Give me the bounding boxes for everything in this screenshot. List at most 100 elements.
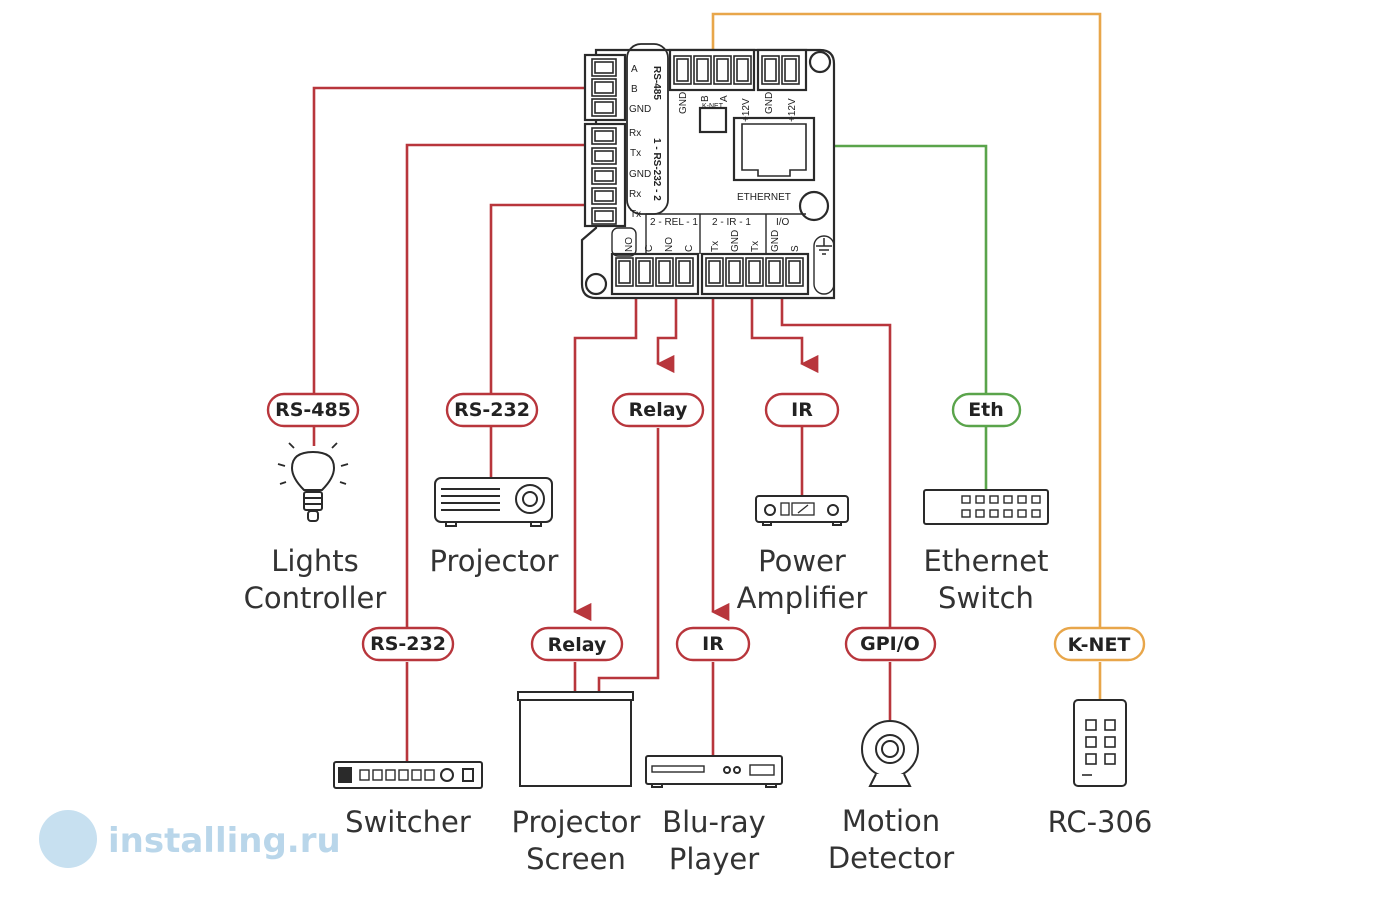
device-label-projector: Projector: [430, 544, 559, 578]
terminal-pin-inner: [764, 58, 777, 82]
amplifier-icon: [755, 495, 849, 526]
tag-relay-label: Relay: [548, 634, 607, 656]
device-label-eth-2: Switch: [938, 581, 1034, 615]
projector-screen-icon: [517, 691, 634, 787]
terminal-pin-inner: [594, 210, 614, 222]
terminal-pin-inner: [676, 58, 689, 82]
terminal-pin-inner: [618, 260, 631, 284]
watermark-logo-icon: [39, 810, 97, 868]
tag-eth: Eth: [951, 392, 1022, 428]
device-labels: Lights Controller Projector Power Amplif…: [244, 544, 1153, 876]
ethernet-label: ETHERNET: [737, 192, 791, 203]
device-label-motion-1: Motion: [842, 804, 940, 838]
terminal-pin-inner: [748, 260, 761, 284]
device-label-lights-2: Controller: [244, 581, 387, 615]
screw-bottom-left: [584, 272, 608, 296]
tag-ir-top: IR: [764, 392, 840, 428]
device-label-amp-2: Amplifier: [737, 581, 868, 615]
top-pin-label: +12V: [741, 98, 752, 122]
relay2-line: [573, 292, 638, 622]
keypad-icon: [1073, 699, 1127, 787]
terminal-pin-inner: [716, 58, 729, 82]
device-label-screen-1: Projector: [512, 805, 641, 839]
terminal-pin-inner: [678, 260, 691, 284]
top-pin-label: GND: [678, 92, 689, 114]
bluray-player-icon: [645, 755, 783, 788]
bottom-pin-label: Tx: [710, 241, 721, 252]
pin-label: B: [631, 84, 638, 95]
screw-top-right: [808, 50, 832, 74]
bottom-pin-label: C: [684, 245, 695, 252]
tag-ir-label: IR: [791, 399, 813, 421]
tag-rs485: RS-485: [266, 392, 360, 428]
ground-symbol-icon: [816, 238, 832, 255]
bottom-pin-label: GND: [730, 230, 741, 252]
rs232-switcher-line: [405, 143, 588, 628]
tag-rs485-label: RS-485: [275, 399, 351, 421]
tag-pills: RS-485 RS-232 Relay IR Eth RS-232 Relay: [266, 392, 1146, 662]
tag-knet-label: K-NET: [1068, 634, 1131, 656]
terminal-pin-inner: [708, 260, 721, 284]
bottom-pin-label: S: [790, 245, 801, 252]
tag-rs232-label: RS-232: [370, 633, 446, 655]
terminal-pin-inner: [638, 260, 651, 284]
rs485-line: [312, 86, 588, 394]
knet-label: K-NET: [702, 103, 724, 110]
controller-pin-terminals: [591, 55, 804, 287]
top-pin-label: +12V: [787, 98, 798, 122]
device-label-switcher: Switcher: [345, 805, 471, 839]
rs232-header: 1 - RS-232 - 2: [651, 138, 662, 201]
device-label-motion-2: Detector: [828, 841, 954, 875]
device-label-screen-2: Screen: [526, 842, 626, 876]
bottom-pin-label: C: [644, 245, 655, 252]
terminal-pin-inner: [594, 150, 614, 162]
terminal-pin-inner: [594, 61, 614, 74]
pin-label: A: [631, 64, 638, 75]
tag-knet: K-NET: [1053, 626, 1146, 662]
tag-rs232-label: RS-232: [454, 399, 530, 421]
bottom-pin-label: GND: [770, 230, 781, 252]
rs485-header: RS-485: [651, 66, 662, 100]
bottom-pin-label: NO: [624, 237, 635, 252]
terminal-pin-inner: [696, 58, 709, 82]
pin-label: Tx: [630, 148, 641, 159]
terminal-pin-inner: [594, 170, 614, 182]
rs232-projector-line: [489, 203, 588, 394]
bottom-pin-label: NO: [664, 237, 675, 252]
tag-rs232-switcher: RS-232: [361, 626, 455, 662]
device-label-lights-1: Lights: [271, 544, 358, 578]
tag-eth-label: Eth: [968, 399, 1004, 421]
pin-label: Rx: [629, 128, 641, 139]
relay-header: 2 - REL - 1: [650, 217, 698, 228]
motion-detector-icon: [861, 720, 919, 787]
lightbulb-icon: [277, 442, 349, 522]
terminal-pin-inner: [788, 260, 801, 284]
pin-label: GND: [629, 104, 651, 115]
terminal-pin-inner: [784, 58, 797, 82]
terminal-pin-inner: [658, 260, 671, 284]
gpio-line: [780, 292, 892, 628]
terminal-pin-inner: [736, 58, 749, 82]
bottom-pin-label: Tx: [750, 241, 761, 252]
device-label-bluray-1: Blu-ray: [662, 805, 766, 839]
knet-line: [711, 12, 1102, 628]
tag-gpio-label: GPI/O: [860, 633, 920, 655]
tag-relay-label: Relay: [629, 399, 688, 421]
relay1-line: [656, 292, 678, 374]
top-pin-label: GND: [764, 92, 775, 114]
tag-ir-bottom: IR: [675, 626, 751, 662]
ground-screw: [798, 190, 830, 222]
top-pin-label: A: [719, 95, 730, 102]
pin-label: GND: [629, 169, 651, 180]
terminal-pin-inner: [768, 260, 781, 284]
relay1-line-to-screen: [597, 428, 660, 697]
tag-relay-bottom: Relay: [530, 626, 624, 662]
ethernet-switch-icon: [923, 489, 1049, 525]
terminal-pin-inner: [594, 130, 614, 142]
terminal-pin-inner: [728, 260, 741, 284]
controller-body: [580, 48, 836, 300]
watermark: installing.ru: [39, 810, 341, 868]
pin-label: Tx: [630, 209, 641, 220]
top-pin-label: B: [700, 95, 711, 102]
io-header: I/O: [776, 217, 790, 228]
